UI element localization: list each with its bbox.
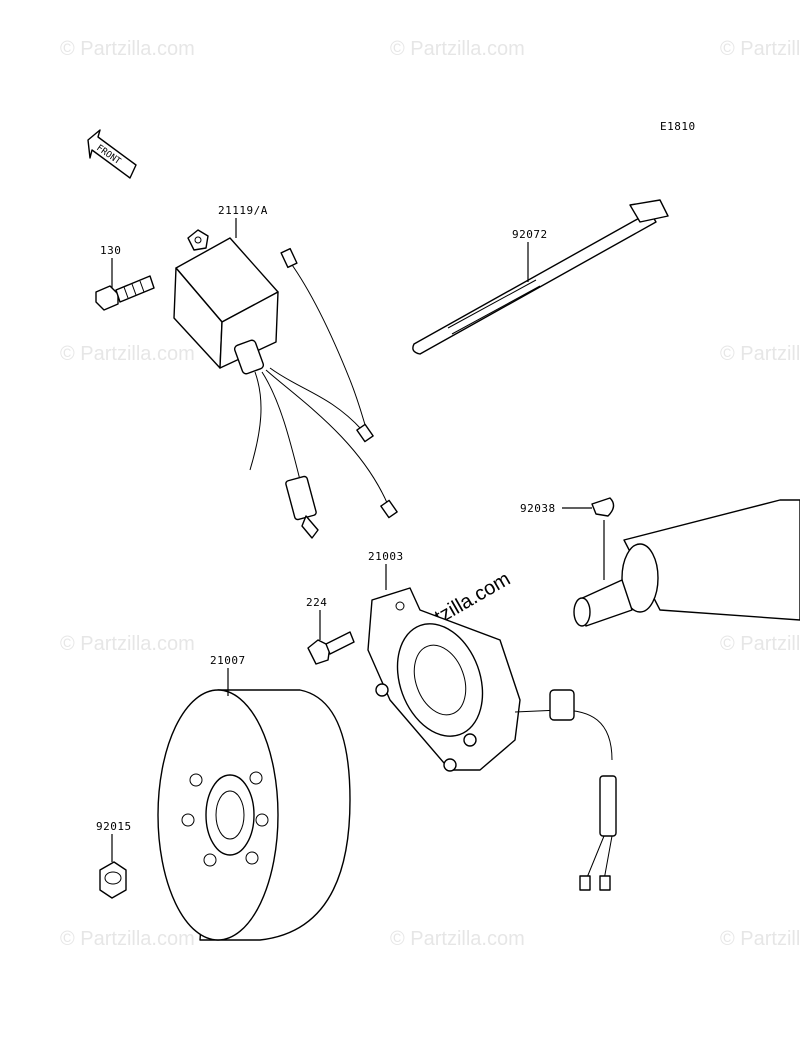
- watermark: © Partzilla.com: [720, 38, 800, 60]
- label-stator: 21003: [368, 550, 404, 563]
- crankshaft: [573, 499, 800, 627]
- tie-band[interactable]: [412, 199, 669, 355]
- watermark: © Partzilla.com: [60, 633, 195, 655]
- label-cdi-unit: 21119/A: [218, 204, 268, 217]
- watermark: © Partzilla.com: [390, 928, 525, 950]
- label-key: 92038: [520, 502, 556, 515]
- watermark: © Partzilla.com: [60, 38, 195, 60]
- watermark: © Partzilla.com: [720, 343, 800, 365]
- label-nut: 92015: [96, 820, 132, 833]
- bolt-130[interactable]: [95, 275, 155, 311]
- key-woodruff[interactable]: [591, 497, 615, 517]
- flywheel[interactable]: [157, 689, 351, 941]
- label-tie-band: 92072: [512, 228, 548, 241]
- stator-assembly[interactable]: [367, 587, 617, 891]
- nut-92015[interactable]: [99, 861, 127, 899]
- watermark: © Partzilla.com: [720, 928, 800, 950]
- screw-224[interactable]: [307, 631, 355, 665]
- watermark-layer: © Partzilla.com © Partzilla.com © Partzi…: [60, 38, 800, 950]
- front-arrow-icon: FRONT: [87, 129, 137, 179]
- cdi-unit[interactable]: [173, 229, 398, 539]
- watermark: © Partzilla.com: [60, 928, 195, 950]
- watermark: © Partzilla.com: [390, 38, 525, 60]
- label-screw: 224: [306, 596, 327, 609]
- watermark: © Partzilla.com: [60, 343, 195, 365]
- watermark: © Partzilla.com: [720, 633, 800, 655]
- label-flywheel: 21007: [210, 654, 246, 667]
- label-bolt-130: 130: [100, 244, 121, 257]
- diagram-code: E1810: [660, 120, 696, 133]
